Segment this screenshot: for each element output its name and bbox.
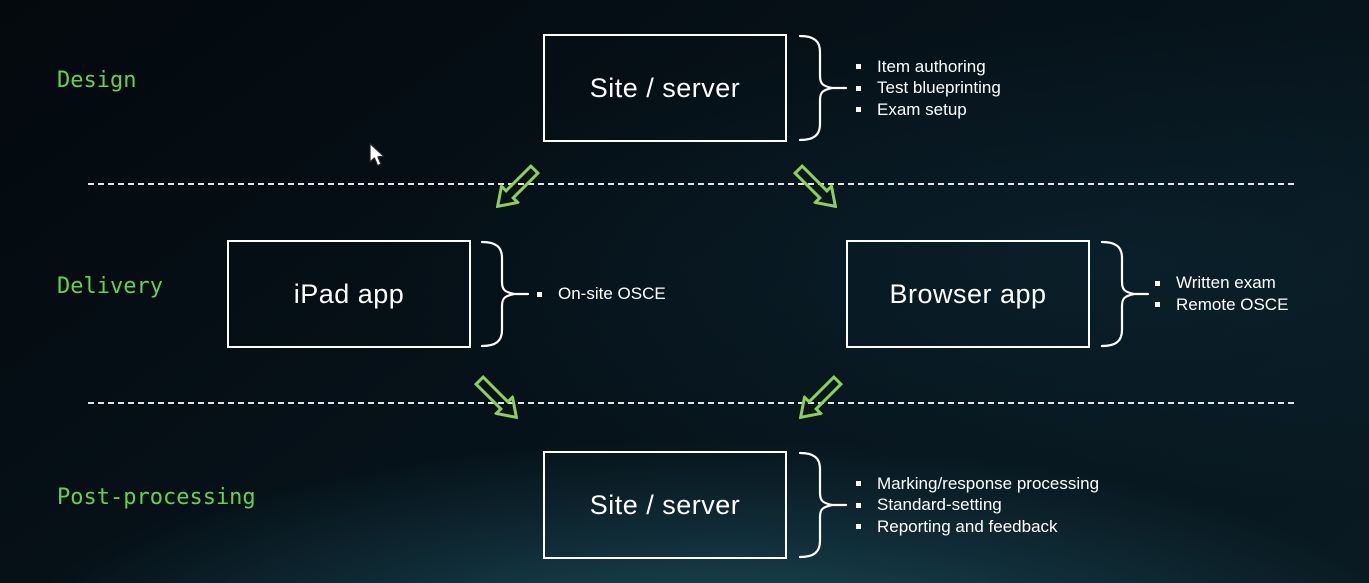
mouse-cursor-icon <box>368 142 386 169</box>
arrow-ipad-to-post <box>469 370 527 428</box>
list-item: Marking/response processing <box>856 473 1099 495</box>
node-design-site-server: Site / server <box>543 34 787 142</box>
list-item: Standard-setting <box>856 494 1099 516</box>
phase-label-design: Design <box>57 68 137 93</box>
phase-divider-design-delivery <box>88 183 1296 185</box>
square-bullet-icon <box>856 64 861 69</box>
arrow-down-right-icon <box>792 163 838 209</box>
bullet-label: Reporting and feedback <box>877 516 1058 536</box>
list-item: Test blueprinting <box>856 77 1001 99</box>
square-bullet-icon <box>1155 280 1160 286</box>
square-bullet-icon <box>1155 302 1160 308</box>
node-ipad-app: iPad app <box>227 240 471 348</box>
arrow-down-left-icon <box>495 163 541 209</box>
square-bullet-icon <box>856 524 861 529</box>
bullet-label: Exam setup <box>877 99 967 119</box>
list-item: Written exam <box>1155 273 1288 295</box>
bullet-label: Item authoring <box>877 56 986 76</box>
brace-post-server <box>798 451 848 559</box>
list-item: Remote OSCE <box>1155 294 1288 316</box>
node-title: Site / server <box>589 72 741 103</box>
node-title: Site / server <box>589 489 741 520</box>
square-bullet-icon <box>856 502 861 508</box>
curly-brace-icon <box>480 240 530 348</box>
list-item: Exam setup <box>856 99 1001 121</box>
node-title: iPad app <box>293 278 405 309</box>
list-item: Reporting and feedback <box>856 516 1099 538</box>
bullet-list-post: Marking/response processing Standard-set… <box>856 451 1099 559</box>
brace-ipad-app <box>480 240 530 348</box>
curly-brace-icon <box>798 34 848 142</box>
arrow-down-left-icon <box>798 374 844 420</box>
curly-brace-icon <box>798 451 848 559</box>
phase-label-post-processing: Post-processing <box>57 485 256 510</box>
list-item: On-site OSCE <box>537 283 666 305</box>
arrow-to-browser <box>788 159 846 217</box>
square-bullet-icon <box>856 85 861 91</box>
list-item: Item authoring <box>856 56 1001 78</box>
arrow-browser-to-post <box>790 370 848 428</box>
phase-label-delivery: Delivery <box>57 274 163 299</box>
bullet-list-browser: Written exam Remote OSCE <box>1155 240 1288 348</box>
bullet-label: Marking/response processing <box>877 473 1100 493</box>
bullet-label: Written exam <box>1176 273 1276 293</box>
arrow-to-ipad <box>487 159 545 217</box>
bullet-list-design: Item authoring Test blueprinting Exam se… <box>856 34 1001 142</box>
square-bullet-icon <box>856 481 861 486</box>
bullet-label: Standard-setting <box>877 495 1002 514</box>
phase-divider-delivery-post <box>88 402 1296 404</box>
square-bullet-icon <box>537 291 542 297</box>
bullet-label: On-site OSCE <box>558 284 666 303</box>
bullet-label: Remote OSCE <box>1176 294 1289 314</box>
arrow-down-right-icon <box>473 374 519 420</box>
curly-brace-icon <box>1100 240 1150 348</box>
node-title: Browser app <box>889 278 1047 309</box>
brace-design-server <box>798 34 848 142</box>
square-bullet-icon <box>856 107 861 112</box>
node-browser-app: Browser app <box>846 240 1090 348</box>
node-post-site-server: Site / server <box>543 451 787 559</box>
bullet-label: Test blueprinting <box>877 78 1001 97</box>
brace-browser-app <box>1100 240 1150 348</box>
bullet-list-ipad: On-site OSCE <box>537 240 666 348</box>
